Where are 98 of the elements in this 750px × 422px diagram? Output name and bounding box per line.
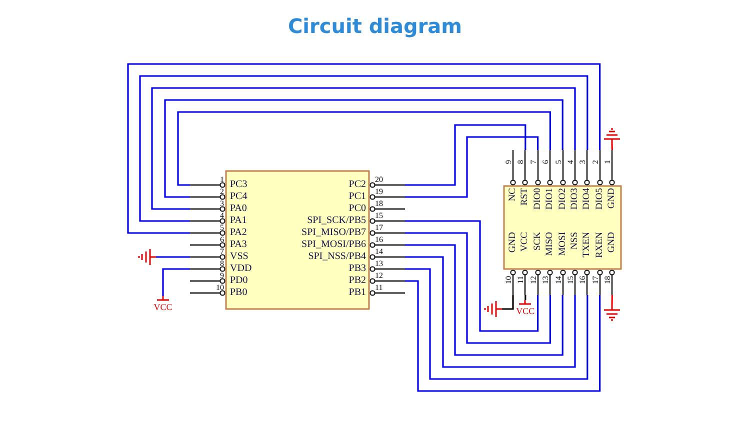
pin-number: 18 bbox=[603, 276, 612, 284]
pin-number: 16 bbox=[375, 235, 383, 244]
pin-number: 14 bbox=[375, 247, 383, 256]
pin-number: 4 bbox=[220, 211, 224, 220]
pin-number: 8 bbox=[516, 160, 526, 164]
wire bbox=[405, 280, 601, 392]
pin-label: NSS bbox=[569, 232, 581, 250]
pin-number: 13 bbox=[541, 276, 550, 284]
wire bbox=[164, 99, 564, 198]
pin-label: SPI_NSS/PB4 bbox=[308, 251, 366, 263]
pin-label: SCK bbox=[532, 232, 544, 250]
pin-label: SPI_MISO/PB7 bbox=[302, 227, 366, 239]
wire bbox=[405, 256, 576, 368]
wire bbox=[405, 268, 588, 380]
pin-number: 10 bbox=[216, 283, 224, 292]
pin-number: 11 bbox=[375, 283, 383, 292]
title: Circuit diagram bbox=[288, 14, 462, 38]
wire bbox=[139, 75, 588, 222]
pin-number: 2 bbox=[220, 187, 224, 196]
wire bbox=[524, 295, 526, 300]
pin-label: DIO5 bbox=[594, 188, 606, 210]
pin-number: 15 bbox=[375, 211, 383, 220]
pin-label: PA2 bbox=[230, 227, 247, 239]
pin-label: PC2 bbox=[348, 179, 366, 191]
wire bbox=[611, 144, 613, 150]
pin-label: VSS bbox=[230, 251, 248, 263]
wire bbox=[611, 294, 613, 306]
pin-label: MOSI bbox=[556, 232, 569, 256]
pin-number: 5 bbox=[554, 160, 563, 164]
pin-number: 6 bbox=[220, 235, 224, 244]
wire bbox=[502, 295, 514, 310]
pin-label: DIO1 bbox=[544, 188, 556, 210]
pin-label: RXEN bbox=[594, 232, 606, 258]
wire bbox=[156, 256, 190, 258]
pin-number: 6 bbox=[541, 160, 550, 164]
pin-label: GND bbox=[606, 232, 618, 253]
pin-label: GND bbox=[507, 232, 519, 253]
pin-number: 8 bbox=[220, 259, 224, 268]
pin-label: PA0 bbox=[230, 203, 247, 215]
pin-label: RST bbox=[519, 188, 532, 206]
pin-label: GND bbox=[606, 188, 618, 209]
pin-label: TXEN bbox=[581, 232, 594, 258]
pin-number: 20 bbox=[375, 175, 383, 184]
pin-number: 19 bbox=[375, 187, 383, 196]
pin-label: MISO bbox=[544, 232, 556, 256]
pin-label: PC4 bbox=[230, 191, 248, 203]
pin-number: 4 bbox=[566, 160, 575, 164]
wire bbox=[162, 268, 190, 296]
pin-number: 3 bbox=[220, 199, 224, 208]
pin-label: PB2 bbox=[348, 275, 366, 287]
pin-label: PC3 bbox=[230, 179, 248, 191]
wire bbox=[405, 136, 539, 198]
pin-label: DIO0 bbox=[532, 188, 544, 210]
pin-number: 9 bbox=[220, 271, 224, 280]
pin-label: PA1 bbox=[230, 215, 247, 227]
pin-number: 17 bbox=[590, 276, 600, 284]
pin-number: 16 bbox=[578, 276, 588, 284]
pin-label: VCC bbox=[519, 232, 532, 252]
pin-number: 10 bbox=[504, 276, 513, 284]
supply-label: VCC bbox=[152, 302, 174, 313]
pin-number: 15 bbox=[566, 276, 575, 284]
wire bbox=[127, 63, 601, 234]
wire bbox=[405, 220, 539, 332]
pin-label: PB1 bbox=[348, 287, 366, 299]
pin-number: 12 bbox=[375, 271, 383, 280]
pin-label: PD0 bbox=[230, 275, 248, 287]
pin-number: 18 bbox=[375, 199, 383, 208]
pin-label: PA3 bbox=[230, 239, 247, 251]
pin-number: 14 bbox=[554, 276, 563, 284]
pin-number: 11 bbox=[516, 276, 526, 284]
pin-label: VDD bbox=[230, 263, 252, 275]
pin-label: PB0 bbox=[230, 287, 248, 299]
pin-number: 9 bbox=[504, 160, 513, 164]
pin-number: 1 bbox=[603, 160, 612, 164]
pin-number: 5 bbox=[220, 223, 224, 232]
pin-number: 2 bbox=[590, 160, 600, 164]
pin-number: 3 bbox=[578, 160, 588, 164]
pin-label: SPI_SCK/PB5 bbox=[307, 215, 366, 227]
pin-label: PC1 bbox=[348, 191, 366, 203]
pin-number: 12 bbox=[528, 276, 538, 284]
pin-label: PB3 bbox=[348, 263, 366, 275]
pin-label: DIO4 bbox=[581, 188, 594, 210]
pin-number: 7 bbox=[528, 160, 538, 164]
pin-label: PC0 bbox=[348, 203, 366, 215]
pin-number: 1 bbox=[220, 175, 224, 184]
pin-label: NC bbox=[507, 188, 519, 202]
wire bbox=[405, 244, 564, 356]
wire bbox=[405, 232, 551, 344]
pin-number: 13 bbox=[375, 259, 383, 268]
wire bbox=[177, 111, 551, 186]
pin-label: DIO2 bbox=[556, 188, 569, 210]
wire bbox=[405, 124, 526, 186]
pin-label: DIO3 bbox=[569, 188, 581, 210]
pin-label: SPI_MOSI/PB6 bbox=[302, 239, 366, 251]
supply-label: VCC bbox=[515, 306, 536, 317]
pin-number: 17 bbox=[375, 223, 383, 232]
wire bbox=[151, 87, 576, 210]
pin-number: 7 bbox=[220, 247, 224, 256]
